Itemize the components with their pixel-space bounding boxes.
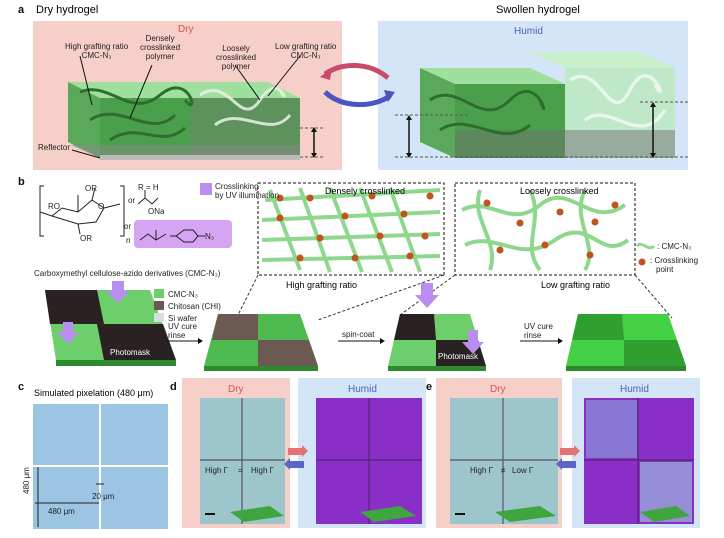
chem-ro: RO	[48, 202, 60, 211]
panel-a-label: a	[18, 4, 25, 16]
leader-high-ratio	[79, 55, 93, 106]
swollen-hydrogel-header: Swollen hydrogel	[496, 4, 580, 16]
zoom-line-1	[237, 274, 259, 316]
legend-cmc-material: CMC-N₃	[168, 290, 198, 299]
zoom-line-4	[634, 274, 673, 319]
panel-d-right-value: High Γ	[251, 466, 275, 475]
crosslink-legend-swatch	[200, 183, 212, 195]
loose-network	[454, 182, 636, 276]
zoom-line-2	[317, 274, 445, 321]
legend-cmc-text: : CMC-N₃	[657, 242, 692, 251]
legend-si-wafer: Si wafer	[168, 314, 197, 323]
swatch-si-wafer	[154, 313, 164, 322]
chem-n-subscript: n	[126, 236, 131, 245]
leader-low-ratio	[267, 55, 301, 97]
tile-1	[45, 281, 176, 366]
step2-label: spin-coat	[342, 330, 375, 339]
panel-c-title: Simulated pixelation (480 μm)	[34, 388, 154, 398]
swap-arrow-bottom	[323, 90, 392, 108]
photomask-label-2: Photomask	[438, 352, 479, 361]
swatch-chitosan	[154, 301, 164, 310]
compound-name: Carboxymethyl cellulose-azido derivative…	[34, 269, 221, 278]
swatch-cmc	[154, 289, 164, 298]
panel-e-dry-title: Dry	[490, 384, 506, 395]
chem-r-eq: R = H	[138, 183, 159, 192]
panel-d-dry-inset	[230, 506, 284, 522]
panel-e-label: e	[426, 381, 433, 393]
photomask-label-1: Photomask	[110, 348, 151, 357]
panel-d-humid-inset	[360, 506, 416, 522]
loose-network-title: Loosely crosslinked	[520, 186, 599, 196]
tile-2	[204, 314, 318, 371]
chem-o-ring: O	[98, 202, 105, 211]
dry-hydrogel-header: Dry hydrogel	[36, 4, 99, 16]
azido-group-box	[134, 220, 232, 248]
humid-gel-block	[420, 52, 675, 158]
dry-gel-block	[68, 82, 300, 160]
chem-or-bottom: OR	[80, 234, 92, 243]
chem-ona: ONa	[148, 207, 165, 216]
azido-group-structure	[139, 229, 205, 243]
panel-d-label: d	[170, 381, 177, 393]
tile-4	[566, 314, 686, 371]
panel-e-left-value: High Γ	[470, 466, 494, 475]
panel-d-relation: =	[238, 466, 243, 475]
dim-gap: 20 μm	[92, 492, 115, 501]
panel-e-right-value: Low Γ	[512, 466, 534, 475]
leader-reflector	[71, 149, 101, 159]
dim-horizontal: 480 μm	[48, 507, 75, 516]
panel-e-relation: ≠	[501, 466, 506, 475]
cellulose-structure	[39, 185, 125, 237]
legend-chitosan: Chitosan (CHI)	[168, 302, 221, 311]
panel-d-humid-title: Humid	[348, 384, 377, 395]
chem-or-top: OR	[85, 184, 97, 193]
legend-crosslink-dot	[638, 258, 646, 266]
annotation-reflector: Reflector	[38, 143, 71, 152]
panel-a-humid-title: Humid	[514, 26, 543, 37]
leader-loose	[234, 64, 261, 101]
panel-e-dry-photo	[450, 398, 558, 524]
chem-n3: N₃	[205, 232, 215, 241]
panel-e-humid-title: Humid	[620, 384, 649, 395]
panel-e-humid-inset	[640, 506, 690, 522]
tile-3	[388, 283, 486, 371]
legend-cmc-strand	[635, 242, 656, 250]
panel-d-dry-title: Dry	[228, 384, 244, 395]
zoom-line-3	[399, 274, 456, 316]
low-ratio-label: Low grafting ratio	[541, 280, 611, 290]
dim-vertical: 480 μm	[22, 467, 31, 494]
leader-dense	[129, 64, 153, 119]
dense-network	[257, 182, 445, 276]
panel-d-left-value: High Γ	[205, 466, 229, 475]
panel-e-dry-inset	[495, 506, 556, 522]
chem-or-1: or	[128, 196, 136, 205]
high-ratio-label: High grafting ratio	[286, 280, 358, 290]
carboxymethyl-group	[137, 190, 159, 205]
panel-a-dry-title: Dry	[178, 24, 194, 35]
panel-c-label: c	[18, 381, 25, 393]
dense-network-title: Densely crosslinked	[325, 186, 406, 196]
panel-b-label: b	[18, 176, 25, 188]
chem-or-2: or	[124, 222, 132, 231]
